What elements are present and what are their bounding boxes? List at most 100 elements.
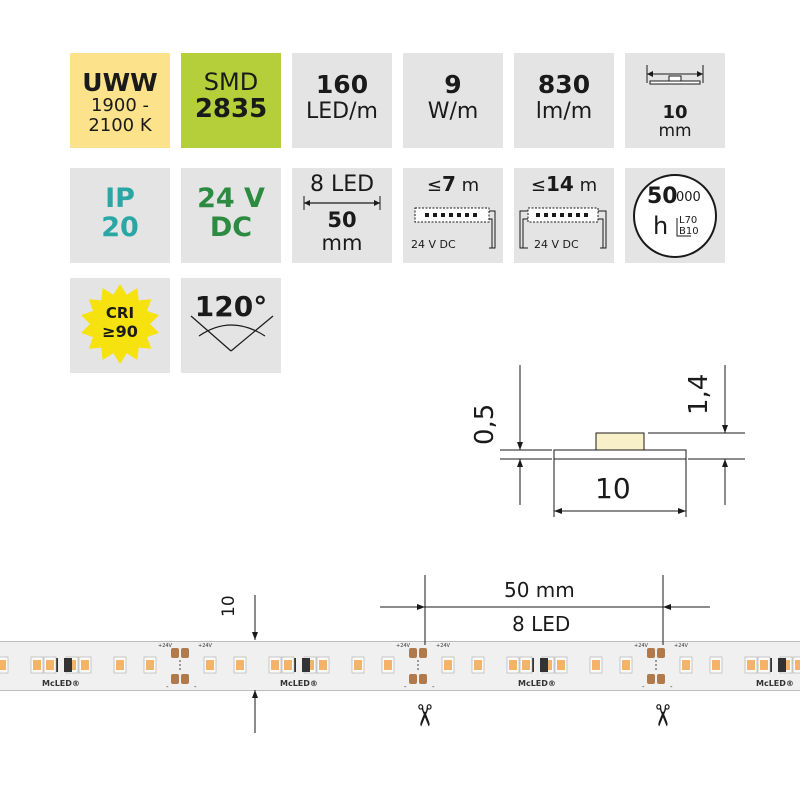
beam-angle-value: 120° xyxy=(194,290,268,323)
led-chip-phosphor xyxy=(444,660,452,670)
led-chip-phosphor xyxy=(146,660,154,670)
pad-minus-label: - xyxy=(670,683,673,690)
resistor xyxy=(64,658,72,672)
led-chip-phosphor xyxy=(622,660,630,670)
lifetime-unit: h xyxy=(653,212,669,240)
lifetime-b: B10 xyxy=(679,226,699,237)
solder-pad xyxy=(181,674,189,684)
solder-pad xyxy=(171,674,179,684)
profile-width-label: 10 xyxy=(595,472,631,505)
single-feed-prefix: ≤ xyxy=(426,175,442,196)
power-unit: W/m xyxy=(427,99,479,124)
profile-height-label: 0,5 xyxy=(470,403,500,445)
single-feed-length: ≤7 m xyxy=(403,174,503,196)
tile-ip-rating: IP 20 xyxy=(70,168,170,263)
double-feed-unit: m xyxy=(579,175,598,196)
brand-label: McLED® xyxy=(518,679,556,688)
tile-segment: 8 LED 50 mm xyxy=(292,168,392,263)
led-chip-phosphor xyxy=(509,660,517,670)
width-unit: mm xyxy=(658,121,692,141)
solder-pad xyxy=(657,674,665,684)
lifetime-circle-icon xyxy=(633,174,717,258)
chip-type-top: SMD xyxy=(203,68,259,96)
tile-luminous-flux: 830 lm/m xyxy=(514,53,614,148)
tile-color-temperature: UWW 1900 - 2100 K xyxy=(70,53,170,148)
tile-lifetime: 50 000 h L70 B10 xyxy=(625,168,725,263)
solder-pad xyxy=(171,648,179,658)
tile-beam-angle: 120° xyxy=(181,278,281,373)
led-chip-phosphor xyxy=(474,660,482,670)
segment-leds-label: 8 LED xyxy=(512,612,571,636)
led-chip-phosphor xyxy=(384,660,392,670)
led-chip-phosphor xyxy=(206,660,214,670)
width-dimension-icon xyxy=(646,65,704,85)
led-strip-graphic: +24V+24V--McLED®+24V+24V--McLED®+24V+24V… xyxy=(0,643,800,691)
flux-unit: lm/m xyxy=(535,99,593,124)
single-feed-value: 7 xyxy=(441,172,456,196)
led-chip-phosphor xyxy=(592,660,600,670)
led-chip-phosphor xyxy=(712,660,720,670)
density-value: 160 xyxy=(315,70,369,99)
pad-plus-label: +24V xyxy=(198,643,213,649)
solder-pad xyxy=(181,648,189,658)
profile-total-label: 1,4 xyxy=(684,373,714,415)
solder-pad xyxy=(419,648,427,658)
led-chip-phosphor xyxy=(46,660,54,670)
pad-minus-label: - xyxy=(194,683,197,690)
led-chip-phosphor xyxy=(557,660,565,670)
solder-pad xyxy=(647,674,655,684)
width-value: 10 xyxy=(662,102,688,123)
cri-bottom: ≥90 xyxy=(102,322,138,341)
led-chip-phosphor xyxy=(0,660,6,670)
double-feed-strip-icon xyxy=(519,207,607,249)
resistor xyxy=(540,658,548,672)
segment-length-label: 50 mm xyxy=(504,578,575,602)
single-feed-unit: m xyxy=(461,175,480,196)
voltage-bottom: DC xyxy=(209,212,253,243)
led-chip-phosphor xyxy=(747,660,755,670)
cri-top: CRI xyxy=(105,304,135,322)
lifetime-suffix: 000 xyxy=(676,190,701,205)
strip-width-dimension xyxy=(252,595,258,733)
tile-cri: CRI ≥90 xyxy=(70,278,170,373)
brand-label: McLED® xyxy=(756,679,794,688)
led-chip-phosphor xyxy=(236,660,244,670)
solder-pad xyxy=(409,674,417,684)
double-feed-length: ≤14 m xyxy=(514,174,614,196)
solder-pad xyxy=(657,648,665,658)
double-feed-prefix: ≤ xyxy=(530,175,546,196)
solder-pad xyxy=(409,648,417,658)
led-chip-phosphor xyxy=(682,660,690,670)
cri-starburst-icon xyxy=(81,284,159,364)
scissors-icon: ✂ xyxy=(406,702,442,729)
led-chip-phosphor xyxy=(284,660,292,670)
lifetime-l: L70 xyxy=(679,215,698,226)
double-feed-value: 14 xyxy=(545,172,574,196)
led-chip-phosphor xyxy=(271,660,279,670)
color-range-bottom: 2100 K xyxy=(88,115,152,136)
tile-strip-width: 10 mm xyxy=(625,53,725,148)
chip-type-bottom: 2835 xyxy=(194,94,268,124)
resistor xyxy=(778,658,786,672)
pad-minus-label: - xyxy=(404,683,407,690)
lifetime-value: 50 xyxy=(647,184,678,209)
solder-pad xyxy=(647,648,655,658)
density-unit: LED/m xyxy=(306,99,378,124)
pad-plus-label: +24V xyxy=(634,643,649,649)
ip-top: IP xyxy=(105,183,135,214)
double-feed-label: 24 V DC xyxy=(534,238,579,251)
tile-double-feed: ≤14 m 24 V DC xyxy=(514,168,614,263)
segment-dimension-icon xyxy=(303,196,381,210)
led-chip-phosphor xyxy=(81,660,89,670)
ip-bottom: 20 xyxy=(101,212,139,243)
tile-led-density: 160 LED/m xyxy=(292,53,392,148)
led-chip-phosphor xyxy=(116,660,124,670)
strip-width-label: 10 xyxy=(219,595,239,617)
pad-plus-label: +24V xyxy=(436,643,451,649)
scissors-icon: ✂ xyxy=(644,702,680,729)
pad-plus-label: +24V xyxy=(396,643,411,649)
brand-label: McLED® xyxy=(42,679,80,688)
led-chip-phosphor xyxy=(795,660,800,670)
led-chip-phosphor xyxy=(522,660,530,670)
led-chip-phosphor xyxy=(760,660,768,670)
